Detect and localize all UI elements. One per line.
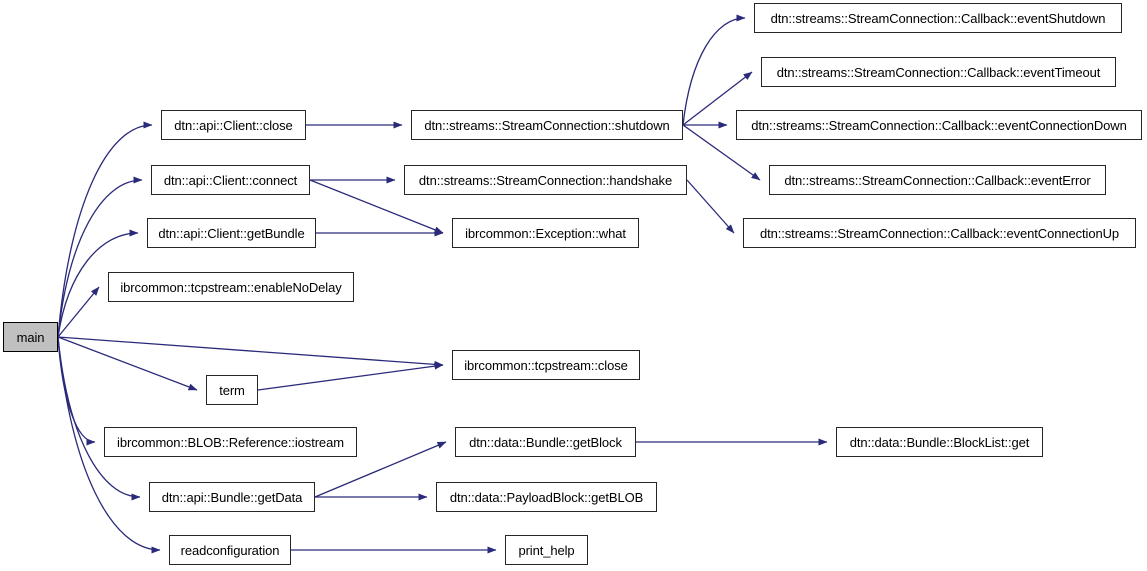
- graph-node-readconfiguration[interactable]: readconfiguration: [169, 535, 291, 565]
- graph-edge-handshake-to-eventconnectionup: [686, 179, 735, 234]
- graph-node-label: dtn::streams::StreamConnection::Callback…: [776, 64, 1101, 80]
- graph-node-label: dtn::streams::StreamConnection::Callback…: [770, 10, 1106, 26]
- graph-node-label: dtn::data::PayloadBlock::getBLOB: [449, 489, 644, 505]
- graph-node-label: dtn::streams::StreamConnection::Callback…: [751, 117, 1127, 133]
- graph-edge-term-to-tcpclose: [257, 362, 444, 391]
- graph-node-label: dtn::streams::StreamConnection::handshak…: [418, 172, 673, 188]
- graph-node-label: dtn::api::Client::connect: [163, 172, 298, 188]
- graph-edge-main-to-iostream: [57, 336, 96, 446]
- graph-node-eventerror[interactable]: dtn::streams::StreamConnection::Callback…: [769, 165, 1106, 195]
- graph-node-label: ibrcommon::Exception::what: [465, 225, 626, 241]
- graph-edge-main-to-term: [57, 336, 198, 391]
- graph-node-close[interactable]: dtn::api::Client::close: [161, 110, 306, 140]
- graph-node-getbundle[interactable]: dtn::api::Client::getBundle: [147, 218, 316, 248]
- graph-node-getdata[interactable]: dtn::api::Bundle::getData: [149, 482, 315, 512]
- graph-node-shutdown[interactable]: dtn::streams::StreamConnection::shutdown: [411, 110, 683, 140]
- graph-node-label: dtn::data::Bundle::BlockList::get: [849, 434, 1030, 450]
- graph-edge-main-to-connect: [57, 176, 143, 338]
- graph-node-blocklistget[interactable]: dtn::data::Bundle::BlockList::get: [836, 427, 1043, 457]
- graph-node-label: main: [16, 329, 45, 345]
- graph-node-label: dtn::streams::StreamConnection::Callback…: [759, 225, 1119, 241]
- graph-node-enablenodelay[interactable]: ibrcommon::tcpstream::enableNoDelay: [108, 272, 354, 302]
- graph-node-label: readconfiguration: [180, 542, 280, 558]
- graph-node-what[interactable]: ibrcommon::Exception::what: [452, 218, 639, 248]
- graph-node-eventconnectionup[interactable]: dtn::streams::StreamConnection::Callback…: [743, 218, 1136, 248]
- graph-node-iostream[interactable]: ibrcommon::BLOB::Reference::iostream: [104, 427, 357, 457]
- graph-edge-shutdown-to-eventshutdown: [682, 14, 746, 126]
- graph-node-label: print_help: [518, 542, 575, 558]
- graph-node-term[interactable]: term: [206, 375, 258, 405]
- graph-node-connect[interactable]: dtn::api::Client::connect: [151, 165, 310, 195]
- graph-node-label: dtn::api::Bundle::getData: [161, 489, 303, 505]
- graph-node-label: ibrcommon::BLOB::Reference::iostream: [117, 434, 344, 450]
- graph-node-eventshutdown[interactable]: dtn::streams::StreamConnection::Callback…: [754, 3, 1122, 33]
- graph-node-getblob[interactable]: dtn::data::PayloadBlock::getBLOB: [436, 482, 657, 512]
- graph-node-label: dtn::streams::StreamConnection::shutdown: [424, 117, 670, 133]
- graph-node-label: dtn::data::Bundle::getBlock: [469, 434, 622, 450]
- graph-edge-main-to-getdata: [57, 336, 141, 501]
- graph-node-label: term: [219, 382, 245, 398]
- graph-node-main[interactable]: main: [3, 322, 58, 352]
- graph-node-label: dtn::streams::StreamConnection::Callback…: [784, 172, 1091, 188]
- graph-node-label: ibrcommon::tcpstream::close: [464, 357, 628, 373]
- graph-edge-main-to-tcpclose: [57, 336, 444, 368]
- graph-node-label: dtn::api::Client::getBundle: [158, 225, 305, 241]
- graph-node-eventtimeout[interactable]: dtn::streams::StreamConnection::Callback…: [761, 57, 1116, 87]
- graph-node-label: dtn::api::Client::close: [174, 117, 293, 133]
- graph-node-eventconnectiondown[interactable]: dtn::streams::StreamConnection::Callback…: [736, 110, 1142, 140]
- graph-edge-main-to-close: [57, 121, 153, 338]
- graph-node-getblock[interactable]: dtn::data::Bundle::getBlock: [455, 427, 636, 457]
- graph-edge-main-to-enablenodelay: [57, 286, 100, 338]
- graph-node-tcpclose[interactable]: ibrcommon::tcpstream::close: [452, 350, 640, 380]
- graph-node-handshake[interactable]: dtn::streams::StreamConnection::handshak…: [404, 165, 687, 195]
- graph-node-label: ibrcommon::tcpstream::enableNoDelay: [120, 279, 342, 295]
- graph-node-printhelp[interactable]: print_help: [505, 535, 588, 565]
